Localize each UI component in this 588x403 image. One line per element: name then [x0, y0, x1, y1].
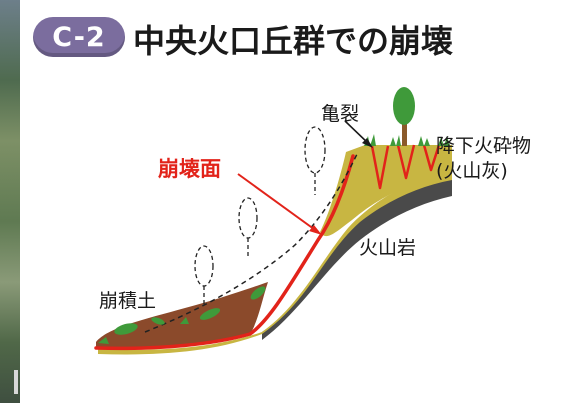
label-colluvium: 崩積土 — [99, 290, 157, 312]
label-volcanic-rock: 火山岩 — [359, 237, 417, 259]
colluvium-deposit — [96, 282, 268, 349]
original-slope-line — [144, 151, 359, 333]
section-badge-label: C-2 — [52, 21, 106, 53]
debris-vegetation — [98, 286, 266, 344]
failure-surface-arrowhead — [309, 225, 322, 235]
label-crack: 亀裂 — [321, 103, 360, 125]
section-badge: C-2 — [33, 17, 125, 57]
tephra-upper-block — [320, 145, 452, 237]
volcanic-rock-layer — [262, 178, 452, 340]
tension-cracks — [370, 144, 441, 190]
ghost-tree-1 — [194, 245, 214, 305]
tephra-layer — [98, 172, 452, 355]
label-tephra: 降下火砕物 — [436, 135, 532, 157]
failure-surface-line — [94, 154, 355, 351]
label-failure-surface: 崩壊面 — [158, 157, 221, 181]
photo-strip-marker — [14, 370, 18, 394]
background-photo-strip — [0, 0, 20, 403]
label-tephra-note: (火山灰) — [436, 160, 508, 182]
crack-arrowhead — [362, 138, 373, 148]
ghost-tree-3 — [304, 126, 326, 195]
tree-icon — [393, 87, 415, 146]
failure-surface-leader-arrow — [237, 173, 319, 233]
ghost-tree-2 — [238, 197, 258, 258]
page-title: 中央火口丘群での崩壊 — [133, 22, 454, 60]
